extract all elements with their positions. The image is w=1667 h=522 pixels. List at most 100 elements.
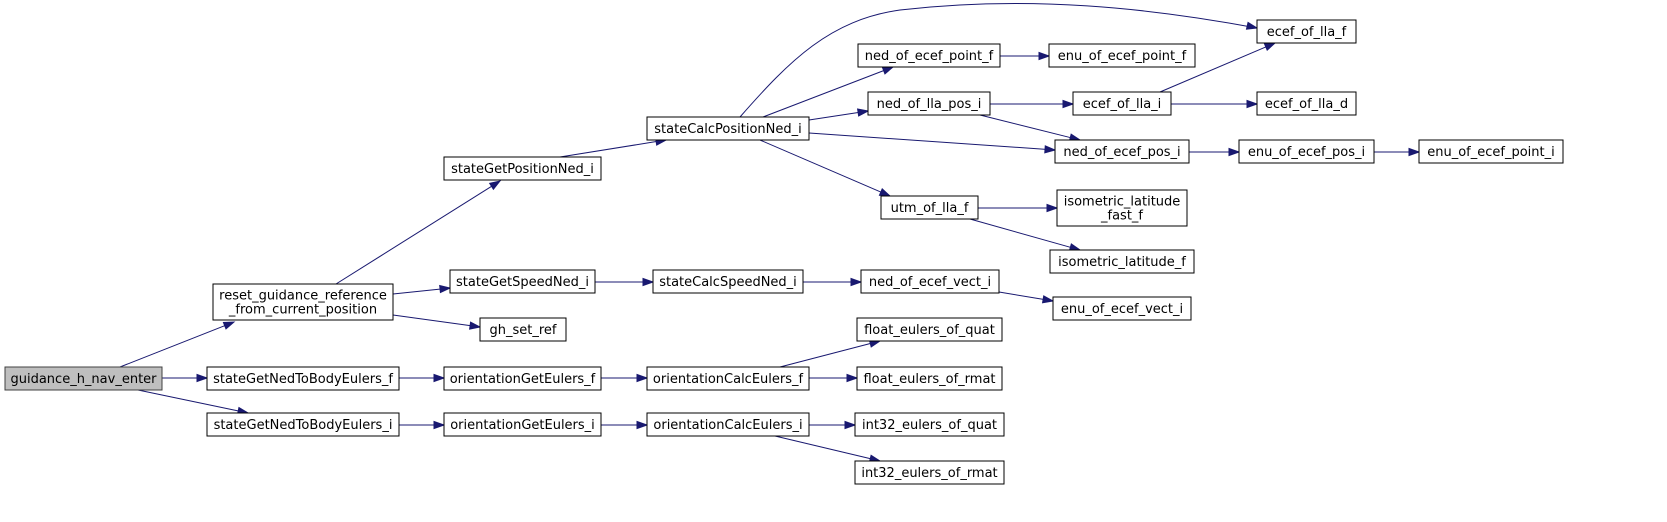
node-label: _from_current_position — [228, 303, 377, 318]
node-ned_of_ecef_point_f[interactable]: ned_of_ecef_point_f — [857, 43, 1001, 68]
arrowhead — [1041, 295, 1055, 304]
node-box — [652, 269, 804, 294]
node-box — [206, 366, 400, 391]
node-label: gh_set_ref — [490, 323, 557, 338]
node-label: int32_eulers_of_quat — [862, 418, 997, 433]
node-ecef_of_lla_d[interactable]: ecef_of_lla_d — [1256, 91, 1357, 116]
arrowhead — [1263, 42, 1277, 51]
arrowhead — [850, 277, 863, 287]
edge-ned_of_lla_pos_i-to-ecef_of_lla_i — [990, 99, 1075, 109]
node-label: isometric_latitude — [1064, 195, 1181, 210]
node-enu_of_ecef_pos_i[interactable]: enu_of_ecef_pos_i — [1238, 139, 1375, 164]
arrowhead — [196, 373, 209, 383]
node-label: ned_of_ecef_point_f — [865, 49, 994, 64]
node-stateCalcSpeedNed_i[interactable]: stateCalcSpeedNed_i — [652, 269, 804, 294]
node-label: float_eulers_of_rmat — [863, 372, 995, 387]
node-enu_of_ecef_point_f[interactable]: enu_of_ecef_point_f — [1048, 43, 1196, 68]
node-utm_of_lla_f[interactable]: utm_of_lla_f — [880, 195, 979, 220]
node-label: ecef_of_lla_d — [1265, 97, 1348, 112]
node-stateGetNedToBodyEulers_f[interactable]: stateGetNedToBodyEulers_f — [206, 366, 400, 391]
node-stateGetPositionNed_i[interactable]: stateGetPositionNed_i — [443, 156, 602, 181]
node-box — [854, 412, 1005, 437]
edge-reset_guidance_reference-to-gh_set_ref — [392, 314, 482, 330]
node-stateGetSpeedNed_i[interactable]: stateGetSpeedNed_i — [449, 269, 596, 294]
arrowhead — [881, 66, 895, 75]
node-box — [854, 460, 1005, 485]
edge-ecef_of_lla_i-to-ecef_of_lla_d — [1171, 99, 1259, 109]
arrowhead — [878, 187, 892, 197]
node-box — [856, 366, 1003, 391]
node-box — [443, 412, 602, 437]
node-label: orientationGetEulers_f — [450, 372, 596, 387]
node-reset_guidance_reference[interactable]: reset_guidance_reference_from_current_po… — [212, 283, 394, 321]
node-int32_eulers_of_rmat[interactable]: int32_eulers_of_rmat — [854, 460, 1005, 485]
node-box — [443, 366, 602, 391]
node-isometric_latitude_f[interactable]: isometric_latitude_f — [1049, 249, 1195, 274]
edge-utm_of_lla_f-to-isometric_latitude_fast_f — [978, 203, 1059, 213]
node-box — [1056, 189, 1188, 227]
node-box — [857, 43, 1001, 68]
edge-stateGetNedToBodyEulers_f-to-orientationGetEulers_f — [399, 373, 446, 383]
edge-orientationGetEulers_f-to-orientationCalcEulers_f — [601, 373, 649, 383]
node-label: stateGetPositionNed_i — [451, 162, 594, 177]
arrowhead — [846, 373, 859, 383]
edge-stateCalcPositionNed_i-to-ned_of_lla_pos_i — [808, 108, 870, 121]
node-box — [1072, 91, 1172, 116]
node-box — [1256, 19, 1357, 44]
node-box — [1052, 296, 1192, 321]
arrowhead — [433, 373, 446, 383]
edge-orientationCalcEulers_f-to-float_eulers_of_quat — [779, 339, 882, 368]
node-int32_eulers_of_quat[interactable]: int32_eulers_of_quat — [854, 412, 1005, 437]
edge-orientationCalcEulers_f-to-float_eulers_of_rmat — [809, 373, 859, 383]
node-box — [4, 366, 163, 391]
edge-stateGetSpeedNed_i-to-stateCalcSpeedNed_i — [595, 277, 655, 287]
node-box — [856, 317, 1003, 342]
node-label: enu_of_ecef_point_i — [1427, 145, 1555, 160]
node-label: stateCalcPositionNed_i — [654, 122, 801, 137]
node-enu_of_ecef_vect_i[interactable]: enu_of_ecef_vect_i — [1052, 296, 1192, 321]
node-label: stateCalcSpeedNed_i — [659, 275, 797, 290]
edge-ned_of_ecef_pos_i-to-enu_of_ecef_pos_i — [1189, 147, 1241, 157]
node-orientationCalcEulers_f[interactable]: orientationCalcEulers_f — [646, 366, 810, 391]
edge-guidance_h_nav_enter-to-reset_guidance_reference — [119, 321, 236, 368]
node-float_eulers_of_rmat[interactable]: float_eulers_of_rmat — [856, 366, 1003, 391]
node-orientationGetEulers_f[interactable]: orientationGetEulers_f — [443, 366, 602, 391]
node-box — [1238, 139, 1375, 164]
edge-reset_guidance_reference-to-stateGetPositionNed_i — [335, 180, 502, 285]
node-orientationGetEulers_i[interactable]: orientationGetEulers_i — [443, 412, 602, 437]
node-label: float_eulers_of_quat — [864, 323, 995, 338]
nodes-layer: guidance_h_nav_enter reset_guidance_refer… — [4, 19, 1564, 485]
node-enu_of_ecef_point_i[interactable]: enu_of_ecef_point_i — [1418, 139, 1564, 164]
node-label: ned_of_ecef_pos_i — [1063, 145, 1180, 160]
edge-ned_of_ecef_vect_i-to-enu_of_ecef_vect_i — [998, 291, 1055, 304]
edge-guidance_h_nav_enter-to-stateGetNedToBodyEulers_i — [137, 389, 250, 415]
node-box — [646, 366, 810, 391]
edge-orientationGetEulers_i-to-orientationCalcEulers_i — [601, 420, 649, 430]
node-label: isometric_latitude_f — [1058, 255, 1186, 270]
node-ned_of_ecef_vect_i[interactable]: ned_of_ecef_vect_i — [860, 269, 1000, 294]
node-box — [646, 412, 810, 437]
arrowhead — [636, 373, 649, 383]
node-gh_set_ref[interactable]: gh_set_ref — [479, 317, 567, 342]
node-guidance_h_nav_enter[interactable]: guidance_h_nav_enter — [4, 366, 163, 391]
node-ecef_of_lla_f[interactable]: ecef_of_lla_f — [1256, 19, 1357, 44]
node-float_eulers_of_quat[interactable]: float_eulers_of_quat — [856, 317, 1003, 342]
node-orientationCalcEulers_i[interactable]: orientationCalcEulers_i — [646, 412, 810, 437]
node-label: stateGetSpeedNed_i — [456, 275, 589, 290]
node-stateGetNedToBodyEulers_i[interactable]: stateGetNedToBodyEulers_i — [206, 412, 400, 437]
node-box — [1256, 91, 1357, 116]
node-stateCalcPositionNed_i[interactable]: stateCalcPositionNed_i — [646, 116, 810, 141]
edge-stateCalcPositionNed_i-to-ecef_of_lla_f — [739, 3, 1259, 118]
node-ned_of_lla_pos_i[interactable]: ned_of_lla_pos_i — [867, 91, 991, 116]
edge-stateCalcSpeedNed_i-to-ned_of_ecef_vect_i — [803, 277, 863, 287]
arrowhead — [1062, 99, 1075, 109]
node-box — [1048, 43, 1196, 68]
arrowhead — [856, 108, 870, 117]
node-ned_of_ecef_pos_i[interactable]: ned_of_ecef_pos_i — [1054, 139, 1190, 164]
node-ecef_of_lla_i[interactable]: ecef_of_lla_i — [1072, 91, 1172, 116]
node-label: stateGetNedToBodyEulers_i — [214, 418, 393, 433]
arrowhead — [1246, 99, 1259, 109]
node-label: reset_guidance_reference — [219, 289, 387, 304]
node-isometric_latitude_fast_f[interactable]: isometric_latitude_fast_f — [1056, 189, 1188, 227]
